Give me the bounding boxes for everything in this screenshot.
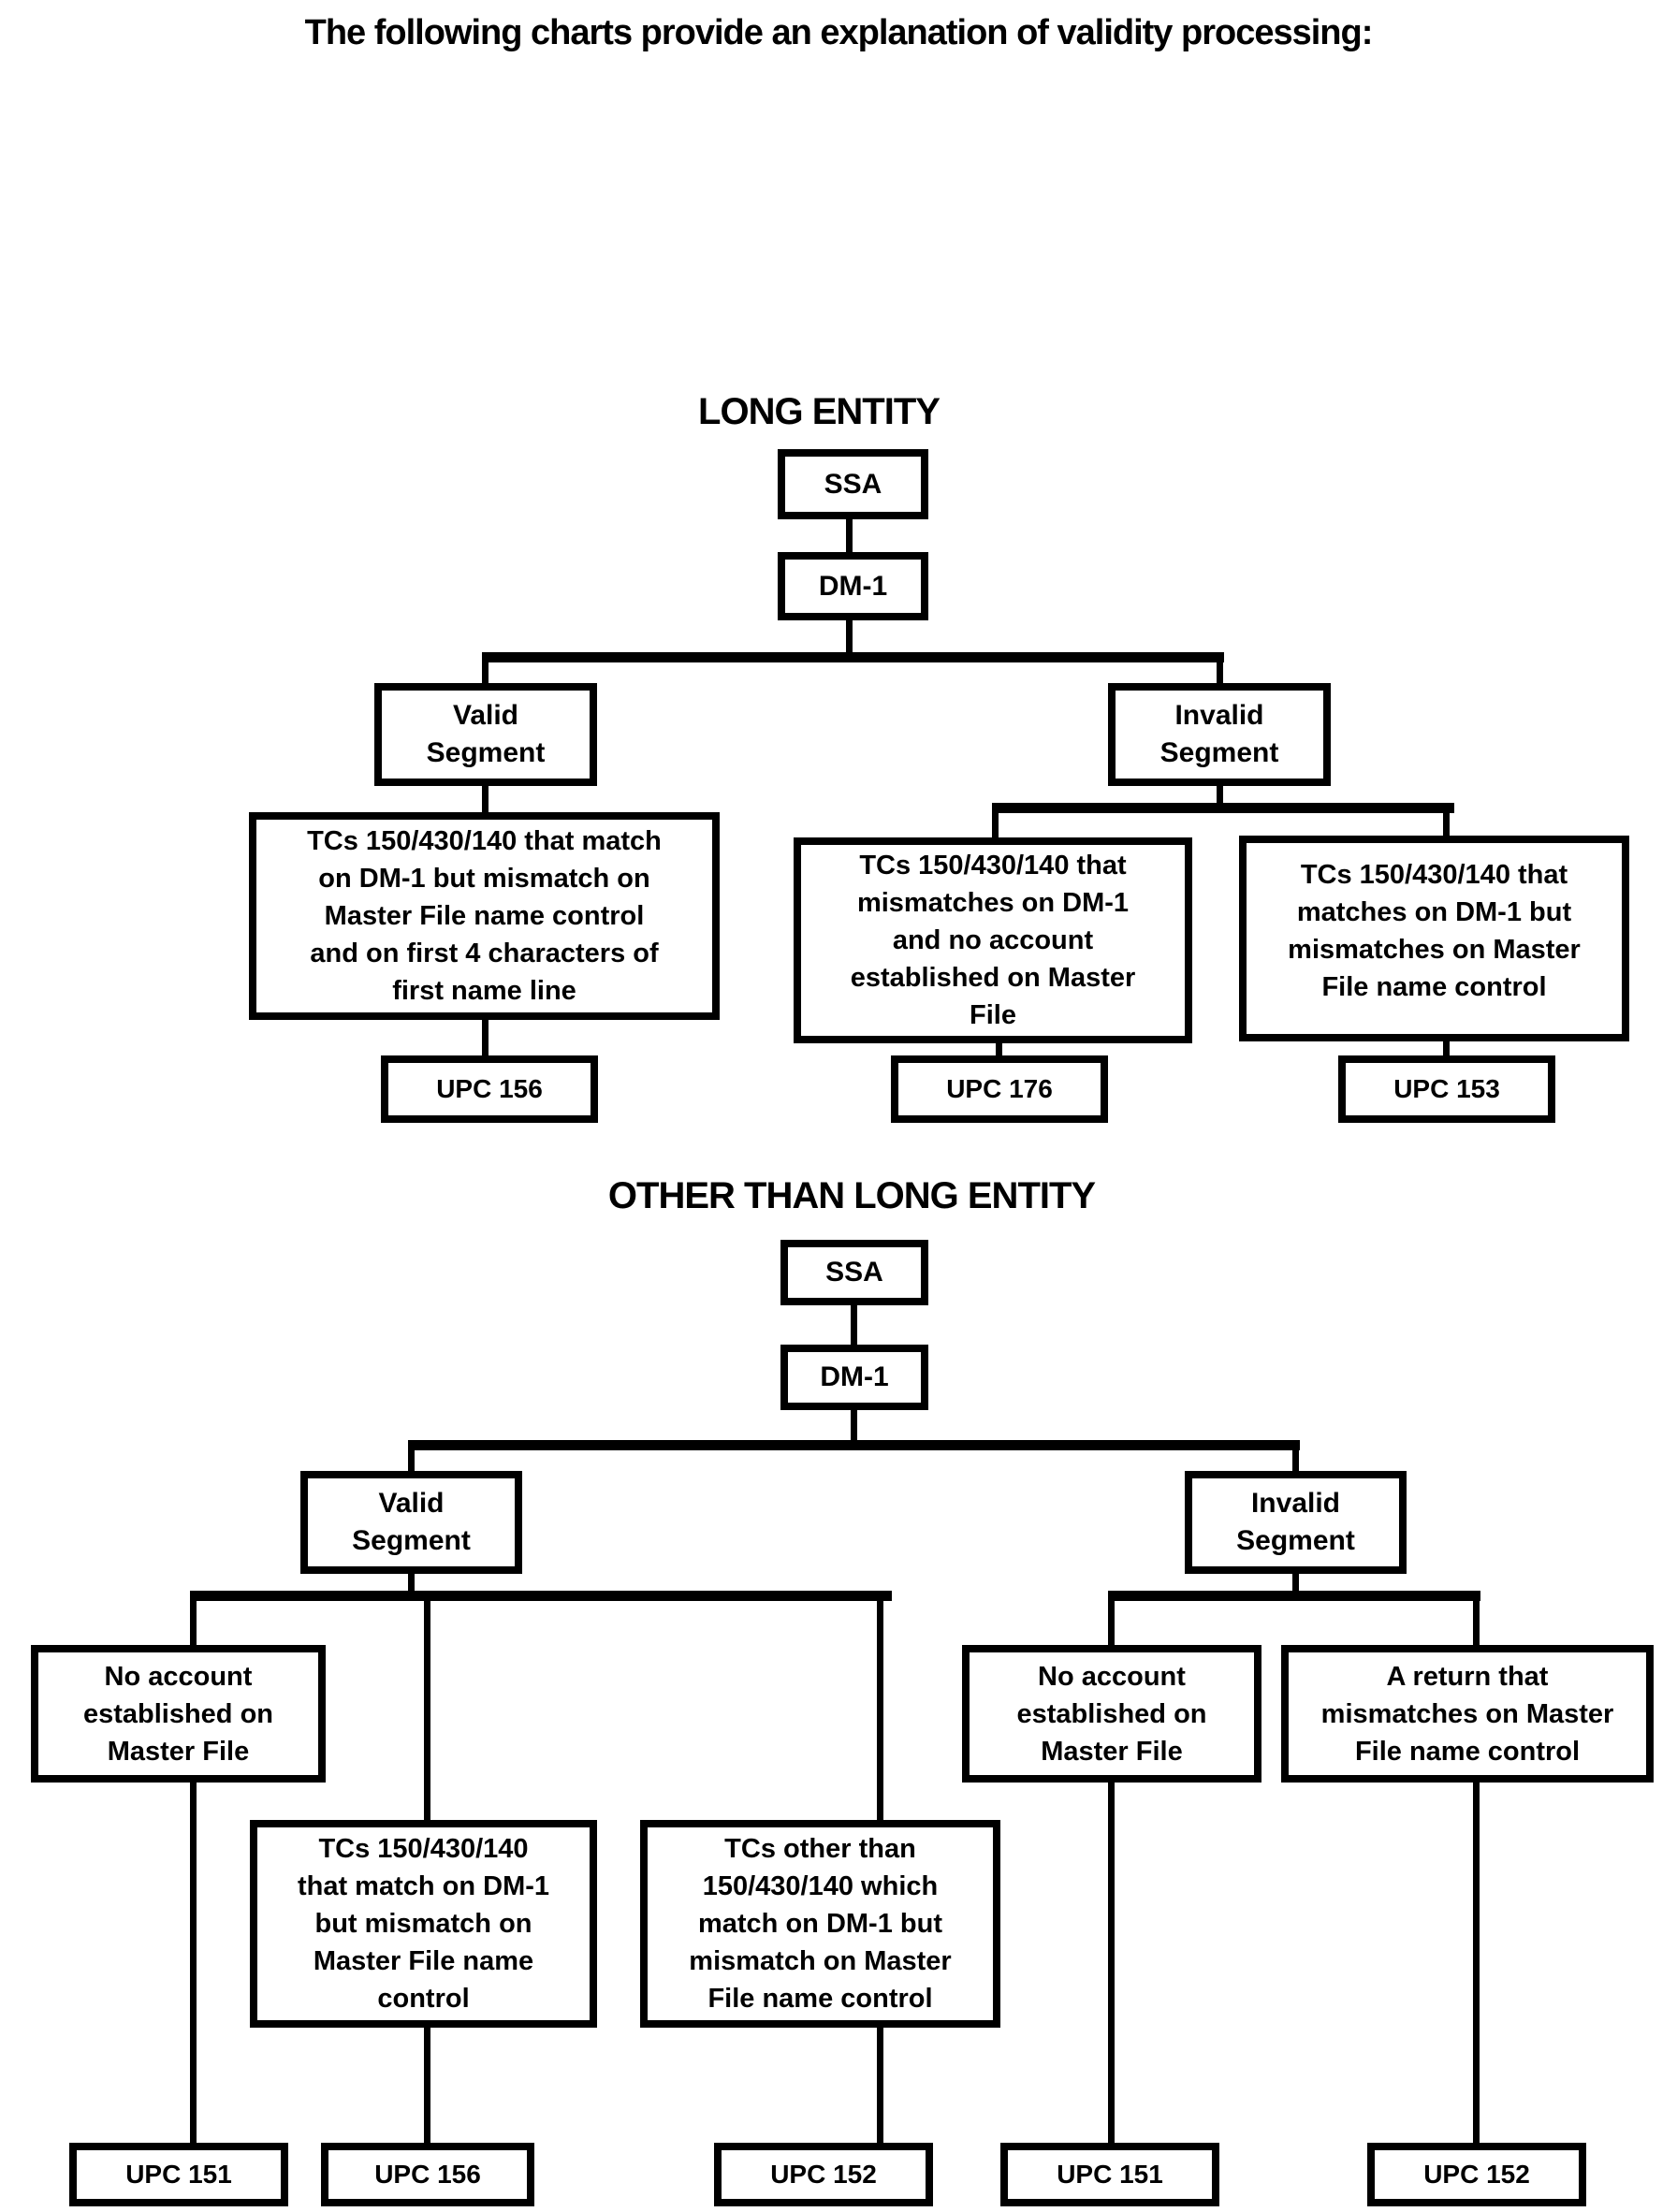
connector (482, 1018, 489, 1057)
connector (996, 1041, 1002, 1057)
chart2-title: OTHER THAN LONG ENTITY (607, 1175, 1096, 1216)
connector (851, 1303, 857, 1346)
chart1-dm1-box: DM-1 (778, 552, 928, 620)
chart2-valid-segment-box: Valid Segment (300, 1471, 522, 1574)
chart2-invalid-right-desc-box: A return that mismatches on Master File … (1281, 1645, 1654, 1783)
connector (846, 618, 853, 658)
connector (424, 2026, 430, 2145)
connector (190, 1594, 197, 1647)
connector (482, 652, 1224, 662)
chart2-upc-151-valid-box: UPC 151 (69, 2143, 288, 2206)
connector (1108, 1781, 1115, 2145)
connector (992, 807, 999, 840)
chart2-dm1-box: DM-1 (780, 1345, 928, 1410)
connector (190, 1781, 197, 2145)
chart2-ssa-box: SSA (780, 1240, 928, 1305)
connector (1108, 1594, 1115, 1647)
connector (1443, 807, 1450, 838)
chart1-upc-156-box: UPC 156 (381, 1055, 598, 1123)
connector (408, 1572, 415, 1596)
connector (408, 1443, 415, 1473)
connector (408, 1440, 1300, 1450)
chart1-invalid-segment-box: Invalid Segment (1108, 683, 1331, 786)
connector (992, 803, 1454, 813)
connector (1292, 1443, 1299, 1473)
connector (1217, 655, 1223, 685)
chart1-ssa-box: SSA (778, 449, 928, 519)
chart2-valid-right-desc-box: TCs other than 150/430/140 which match o… (640, 1820, 1000, 2028)
chart1-valid-segment-box: Valid Segment (374, 683, 597, 786)
connector (877, 2026, 883, 2145)
chart2-invalid-segment-box: Invalid Segment (1185, 1471, 1407, 1574)
connector (1217, 784, 1223, 810)
connector (846, 517, 853, 554)
connector (482, 784, 489, 814)
page-title: The following charts provide an explanat… (304, 13, 1374, 52)
connector (424, 1594, 430, 1822)
chart2-upc-152-invalid-box: UPC 152 (1367, 2143, 1586, 2206)
connector (190, 1591, 892, 1601)
chart1-valid-desc-box: TCs 150/430/140 that match on DM-1 but m… (249, 812, 720, 1020)
connector (1473, 1594, 1480, 1647)
chart1-upc-153-box: UPC 153 (1338, 1055, 1555, 1123)
chart2-upc-151-invalid-box: UPC 151 (1000, 2143, 1219, 2206)
chart2-invalid-left-desc-box: No account established on Master File (962, 1645, 1261, 1783)
chart1-invalid-left-desc-box: TCs 150/430/140 that mismatches on DM-1 … (794, 837, 1192, 1043)
chart2-upc-156-box: UPC 156 (321, 2143, 534, 2206)
connector (1108, 1591, 1480, 1601)
chart1-invalid-right-desc-box: TCs 150/430/140 that matches on DM-1 but… (1239, 836, 1629, 1041)
chart1-title: LONG ENTITY (698, 391, 941, 432)
chart1-upc-176-box: UPC 176 (891, 1055, 1108, 1123)
connector (1443, 1040, 1450, 1057)
connector (1473, 1781, 1480, 2145)
chart2-upc-152-valid-box: UPC 152 (714, 2143, 933, 2206)
chart2-valid-left-desc-box: No account established on Master File (31, 1645, 326, 1783)
chart2-valid-mid-desc-box: TCs 150/430/140 that match on DM-1 but m… (250, 1820, 597, 2028)
connector (482, 655, 489, 685)
connector (877, 1594, 883, 1822)
connector (1292, 1572, 1299, 1596)
connector (851, 1408, 857, 1446)
